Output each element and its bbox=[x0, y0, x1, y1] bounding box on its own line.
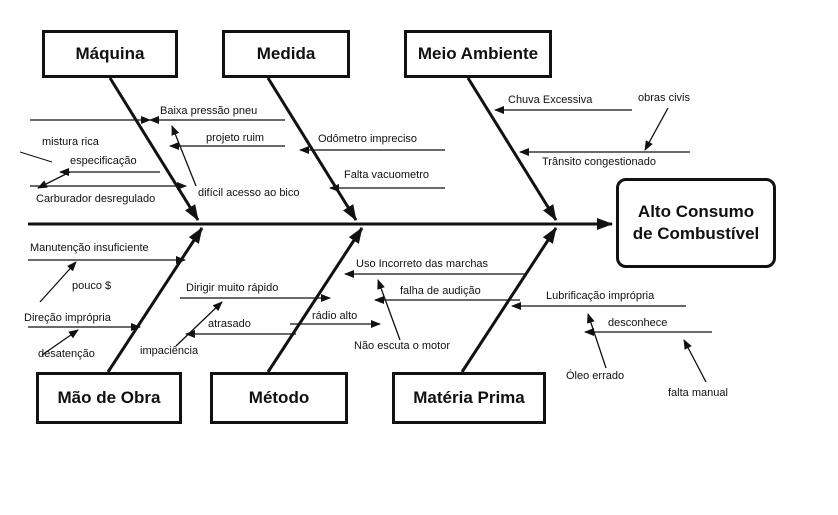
arrow-dificil-acesso bbox=[171, 125, 197, 187]
bone-metodo bbox=[266, 227, 364, 373]
cause-atrasado: atrasado bbox=[208, 318, 251, 330]
cause-manutencao: Manutenção insuficiente bbox=[30, 242, 149, 254]
cause-nao-escuta: Não escuta o motor bbox=[354, 340, 450, 352]
category-maquina: Máquina bbox=[42, 30, 178, 78]
cause-transito: Trânsito congestionado bbox=[542, 156, 656, 168]
cause-especificacao: especificação bbox=[70, 155, 137, 167]
cause-odometro: Odômetro impreciso bbox=[318, 133, 418, 145]
category-mao-de-obra: Mão de Obra bbox=[36, 372, 182, 424]
cause-uso-incorreto: Uso Incorreto das marchas bbox=[356, 258, 489, 270]
cause-direcao: Direção imprópria bbox=[24, 312, 111, 324]
cause-desatencao: desatenção bbox=[38, 348, 95, 360]
cause-dificil-acesso: difícil acesso ao bico bbox=[198, 187, 300, 199]
category-medida: Medida bbox=[222, 30, 350, 78]
arrow-impaciencia bbox=[175, 301, 223, 347]
cause-projeto-ruim: projeto ruim bbox=[206, 132, 265, 144]
cause-falha-audicao: falha de audição bbox=[400, 285, 481, 297]
effect-line-2: de Combustível bbox=[632, 224, 760, 243]
arrow-desatencao bbox=[41, 329, 79, 356]
effect-box: Alto Consumo de Combustível bbox=[616, 178, 776, 268]
cause-impaciencia: impaciência bbox=[140, 345, 199, 357]
cause-mistura-rica: mistura rica bbox=[42, 136, 99, 148]
category-metodo: Método bbox=[210, 372, 348, 424]
effect-line-1: Alto Consumo bbox=[637, 202, 755, 221]
cause-lubrificacao: Lubrificação imprópria bbox=[546, 290, 655, 302]
cause-oleo-errado: Óleo errado bbox=[566, 370, 625, 382]
cause-dirigir-rapido: Dirigir muito rápido bbox=[186, 282, 279, 294]
cause-obras-civis: obras civis bbox=[638, 92, 690, 104]
arrow-falta-manual bbox=[683, 339, 707, 383]
category-materia-prima: Matéria Prima bbox=[392, 372, 546, 424]
cause-chuva: Chuva Excessiva bbox=[508, 94, 593, 106]
bone-mao-de-obra bbox=[106, 227, 204, 373]
cause-falta-manual: falta manual bbox=[668, 387, 728, 399]
category-meio-ambiente: Meio Ambiente bbox=[404, 30, 552, 78]
arrow-pouco bbox=[39, 261, 77, 303]
arrow-oleo-errado bbox=[587, 313, 607, 369]
bone-medida bbox=[266, 77, 358, 221]
cause-falta-vacuometro: Falta vacuometro bbox=[344, 169, 429, 181]
cause-pouco: pouco $ bbox=[72, 280, 112, 292]
cause-baixa-pressao: Baixa pressão pneu bbox=[160, 105, 258, 117]
arrow-obras-civis bbox=[644, 107, 669, 151]
cause-desconhece: desconhece bbox=[608, 317, 668, 329]
cause-radio-alto: rádio alto bbox=[312, 310, 358, 322]
arrow-carburador-diag bbox=[37, 171, 71, 189]
arrow-nao-escuta bbox=[377, 279, 401, 341]
bone-meio-ambiente bbox=[466, 77, 558, 221]
cause-carburador: Carburador desregulado bbox=[36, 193, 156, 205]
bone-maquina bbox=[108, 77, 200, 221]
arrow-mistura-rica bbox=[19, 151, 53, 163]
